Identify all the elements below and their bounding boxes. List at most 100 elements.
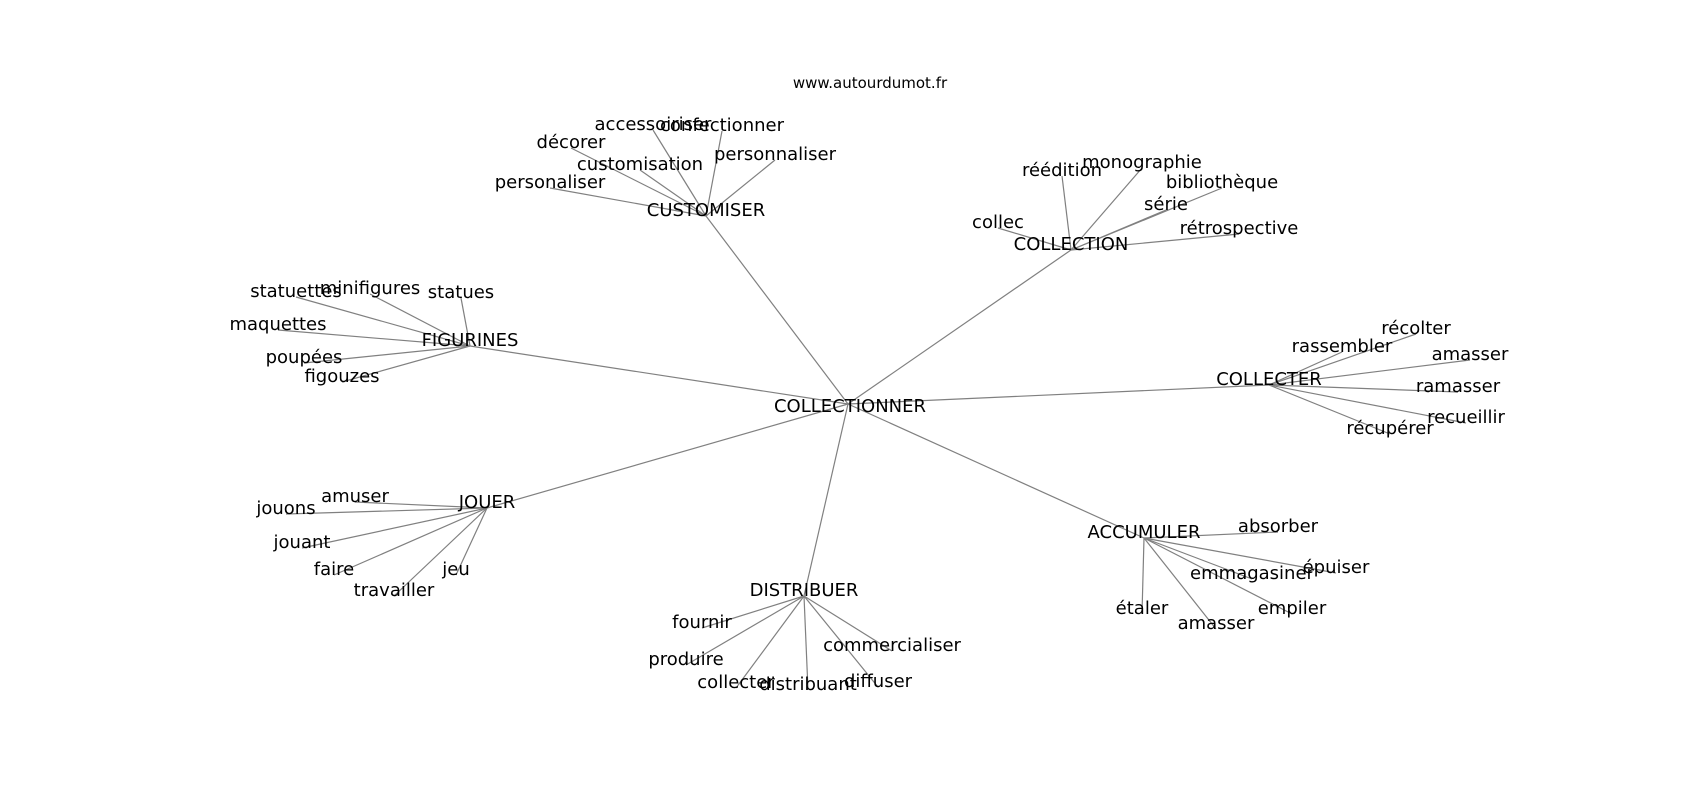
edge-distribuer-leaf: [701, 595, 805, 629]
edge-jouer-leaf: [354, 501, 488, 509]
edge-accumuler-leaf: [1143, 537, 1217, 630]
edge-customiser-leaf: [705, 130, 723, 217]
hub-node-label: FIGURINES: [422, 330, 519, 351]
labels: www.autourdumot.fr COLLECTIONNER accesso…: [229, 74, 1509, 695]
hub-node-label: DISTRIBUER: [750, 580, 859, 601]
leaf-node-label: jouant: [273, 532, 331, 553]
leaf-node-label: épuiser: [1303, 557, 1370, 578]
leaf-node-label: commercialiser: [823, 635, 961, 656]
edge-center-collection: [847, 249, 1072, 405]
edge-center-collecter: [847, 384, 1270, 405]
leaf-node-label: jeu: [441, 559, 469, 580]
edge-customiser-leaf: [652, 129, 707, 217]
edge-distribuer-leaf: [803, 595, 809, 691]
leaf-node-label: jouons: [255, 498, 315, 519]
edge-customiser-leaf: [570, 147, 707, 217]
leaf-node-label: série: [1144, 194, 1188, 215]
edge-figurines-leaf: [341, 345, 471, 383]
edge-distribuer-leaf: [735, 595, 805, 689]
edge-collection-leaf: [1070, 209, 1167, 251]
edge-distribuer-leaf: [685, 595, 805, 666]
edge-center-customiser: [705, 215, 849, 405]
edge-jouer-leaf: [393, 507, 488, 597]
edge-jouer-leaf: [285, 507, 488, 515]
edge-figurines-leaf: [460, 297, 471, 347]
edge-collecter-leaf: [1268, 351, 1343, 386]
edge-distribuer-leaf: [803, 595, 879, 688]
center-node-label: COLLECTIONNER: [774, 396, 926, 417]
hub-node-label: COLLECTION: [1014, 234, 1129, 255]
edges: [277, 129, 1471, 691]
leaf-node-label: décorer: [537, 132, 606, 153]
leaf-node-label: empiler: [1258, 598, 1327, 619]
leaf-node-label: absorber: [1238, 516, 1319, 537]
leaf-node-label: figouzes: [304, 366, 379, 387]
leaf-node-label: récupérer: [1346, 418, 1434, 439]
edge-figurines-leaf: [277, 329, 471, 347]
leaf-node-label: confectionner: [660, 115, 785, 136]
leaf-node-label: amuser: [321, 486, 389, 507]
leaf-node-label: rétrospective: [1180, 218, 1299, 239]
edge-customiser-leaf: [705, 159, 776, 217]
edge-accumuler-leaf: [1143, 531, 1279, 539]
edge-collecter-leaf: [1268, 359, 1471, 386]
edge-collecter-leaf: [1268, 384, 1391, 435]
hub-node-label: ACCUMULER: [1088, 522, 1201, 543]
edge-collection-leaf: [1070, 167, 1143, 251]
edge-customiser-leaf: [639, 169, 707, 217]
edge-figurines-leaf: [303, 345, 471, 364]
edge-center-jouer: [486, 403, 849, 509]
leaf-node-label: maquettes: [229, 314, 326, 335]
edge-center-accumuler: [847, 403, 1145, 539]
edge-figurines-leaf: [295, 296, 471, 347]
edge-figurines-leaf: [369, 293, 471, 347]
leaf-node-label: accessoiriser: [595, 114, 713, 135]
leaf-node-label: emmagasiner: [1190, 563, 1314, 584]
leaf-node-label: étaler: [1116, 598, 1169, 619]
edge-jouer-leaf: [301, 507, 488, 549]
edge-distribuer-leaf: [803, 595, 893, 652]
leaf-node-label: personaliser: [495, 172, 606, 193]
edge-center-figurines: [469, 345, 849, 405]
leaf-node-label: récolter: [1381, 318, 1451, 339]
edge-accumuler-leaf: [1143, 537, 1293, 615]
leaf-node-label: poupées: [266, 347, 343, 368]
edge-collecter-leaf: [1268, 384, 1459, 393]
leaf-node-label: amasser: [1178, 613, 1255, 634]
leaf-node-label: minifigures: [320, 278, 421, 299]
edge-accumuler-leaf: [1143, 537, 1337, 574]
leaf-node-label: collecter: [697, 672, 775, 693]
leaf-node-label: bibliothèque: [1166, 172, 1278, 193]
leaf-node-label: personnaliser: [714, 144, 837, 165]
leaf-node-label: recueillir: [1427, 407, 1505, 428]
edge-jouer-leaf: [333, 507, 488, 576]
leaf-node-label: travailler: [354, 580, 435, 601]
leaf-node-label: diffuser: [844, 671, 913, 692]
edge-center-distribuer: [803, 403, 849, 597]
edge-accumuler-leaf: [1143, 537, 1253, 580]
hub-node-label: JOUER: [458, 492, 516, 513]
leaf-node-label: amasser: [1432, 344, 1509, 365]
edge-collection-leaf: [1070, 233, 1240, 251]
edge-jouer-leaf: [455, 507, 488, 576]
leaf-node-label: ramasser: [1416, 376, 1501, 397]
hub-node-label: CUSTOMISER: [647, 200, 765, 221]
leaf-node-label: fournir: [672, 612, 732, 633]
leaf-node-label: customisation: [577, 154, 703, 175]
edge-collecter-leaf: [1268, 384, 1467, 424]
leaf-node-label: réédition: [1022, 160, 1102, 181]
edge-collection-leaf: [1061, 175, 1072, 251]
leaf-node-label: rassembler: [1292, 336, 1393, 357]
source-label: www.autourdumot.fr: [793, 74, 948, 92]
leaf-node-label: produire: [648, 649, 723, 670]
leaf-node-label: distribuant: [759, 674, 857, 695]
edge-customiser-leaf: [549, 187, 707, 217]
edge-collecter-leaf: [1268, 333, 1417, 386]
edge-accumuler-leaf: [1141, 537, 1145, 615]
leaf-node-label: collec: [972, 212, 1024, 233]
leaf-node-label: statues: [428, 282, 494, 303]
edge-collection-leaf: [997, 227, 1072, 251]
leaf-node-label: statuettes: [250, 281, 342, 302]
leaf-node-label: faire: [314, 559, 354, 580]
